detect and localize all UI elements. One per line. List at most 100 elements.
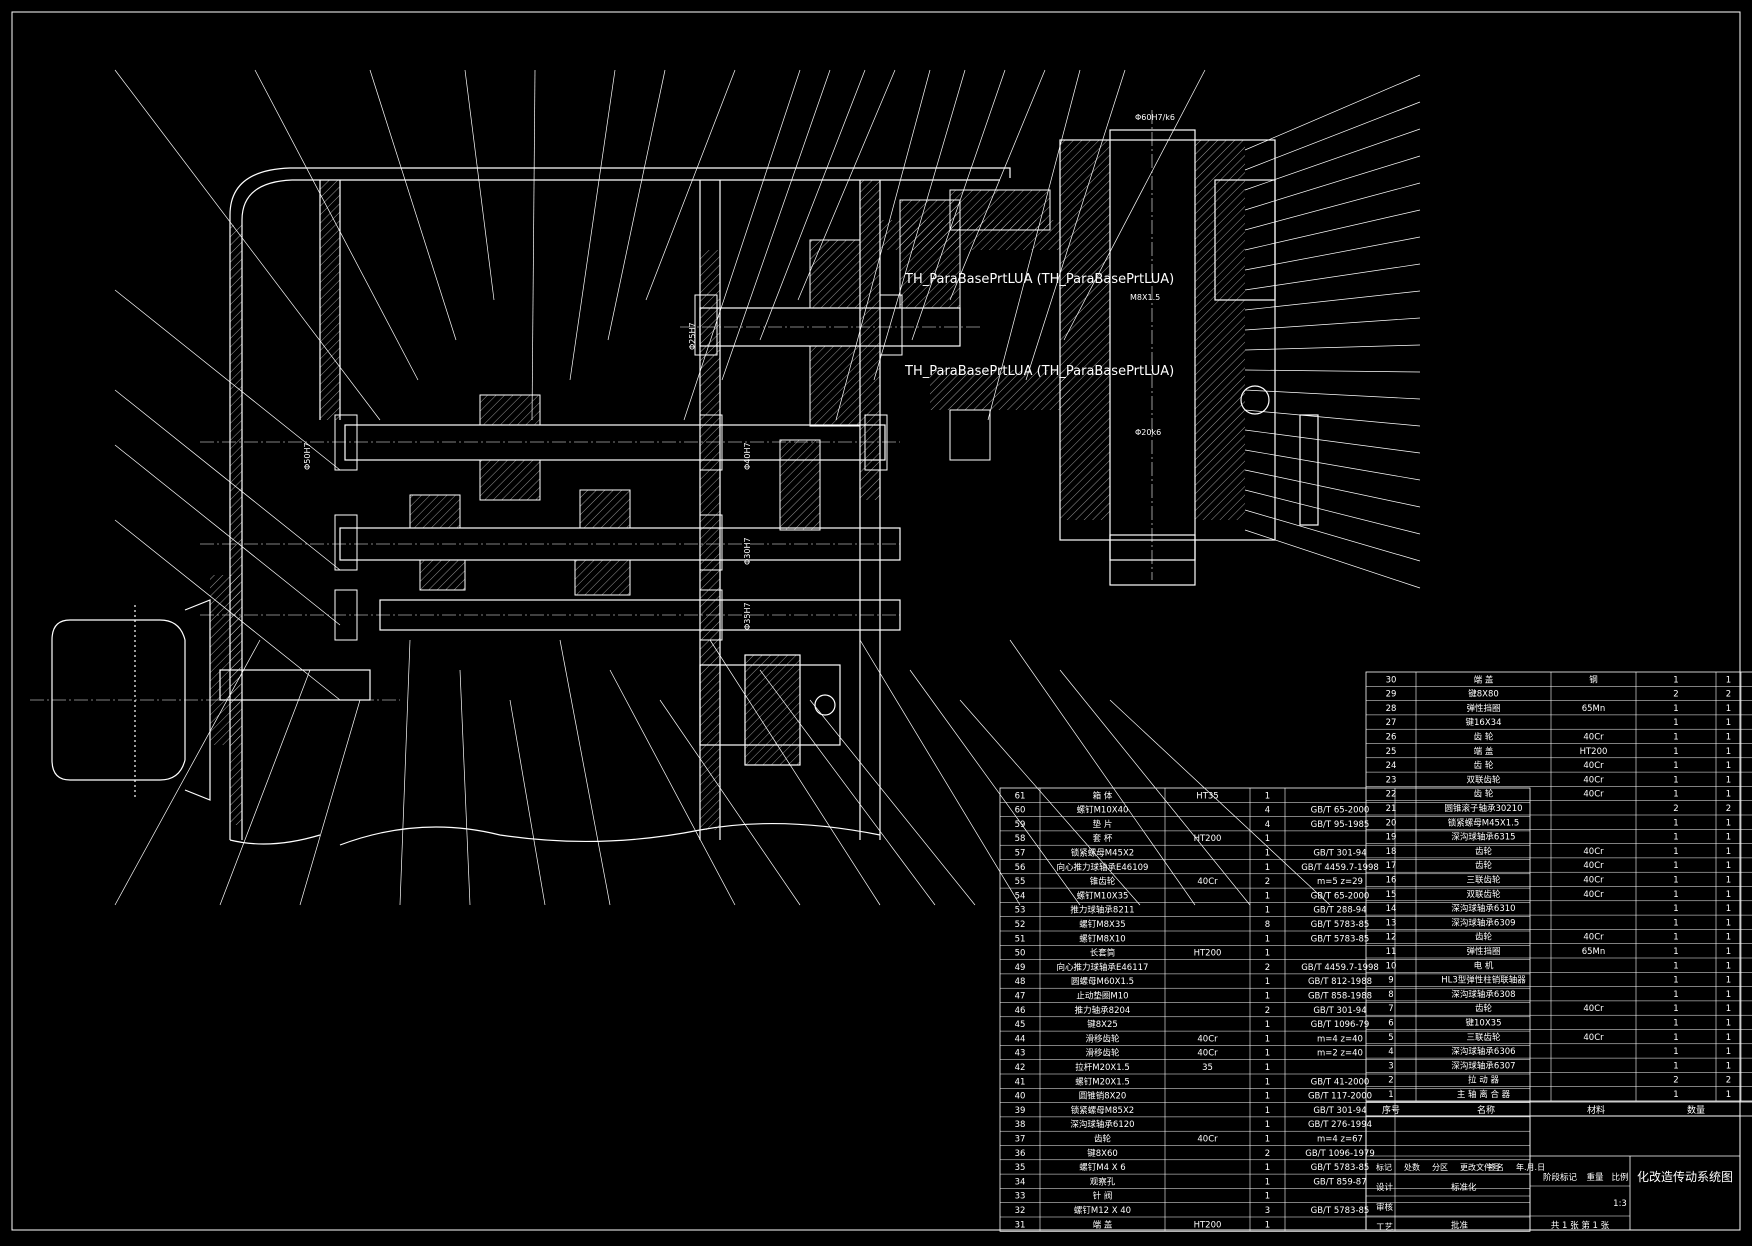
bom-cell-qty: 1	[1673, 675, 1678, 685]
bom-cell-name: 锥齿轮	[1090, 876, 1116, 887]
leader-line	[1244, 449, 1421, 481]
leader-line	[859, 639, 1021, 906]
bom-cell-qty: 1	[1265, 906, 1270, 916]
bom-cell-qty: 1	[1265, 949, 1270, 959]
bom-cell-qty: 1	[1726, 904, 1731, 914]
bom-cell-no: 22	[1386, 790, 1397, 800]
bom-cell-qty: 1	[1265, 1120, 1270, 1130]
bom-cell-qty: 1	[1726, 1004, 1731, 1014]
leader-line	[1244, 290, 1421, 311]
leader-line	[909, 669, 1081, 906]
bom-cell-material: 40Cr	[1583, 861, 1604, 871]
param-label-1: TH_ParaBasePrtLUA (TH_ParaBasePrtLUA)	[904, 272, 1174, 287]
bom-cell-name: 拉 动 器	[1468, 1075, 1499, 1086]
bom-cell-no: 26	[1386, 733, 1397, 743]
bom-cell-name: 双联齿轮	[1466, 774, 1501, 785]
bom-cell-qty: 1	[1265, 1063, 1270, 1073]
leader-line	[114, 69, 381, 421]
bom-cell-qty: 1	[1265, 1135, 1270, 1145]
bom-cell-qty: 1	[1265, 977, 1270, 987]
bom-cell-qty: 1	[1673, 1090, 1678, 1100]
bom-cell-name: 螺钉M20X1.5	[1075, 1076, 1130, 1087]
bom-cell-name: 深沟球轴承6309	[1451, 917, 1515, 928]
bom-cell-no: 33	[1015, 1192, 1026, 1202]
title-scale-label: 比例	[1611, 1172, 1628, 1183]
leader-line	[1244, 182, 1421, 231]
bom-cell-std: GB/T 117-2000	[1308, 1092, 1372, 1102]
bom-cell-no: 35	[1015, 1163, 1026, 1173]
bom-cell-name: 端 盖	[1474, 746, 1494, 757]
bom-cell-no: 38	[1015, 1120, 1026, 1130]
title-block: 标记处数分区更改文件号签名年.月.日设计审核工艺标准化批准阶段标记重量比例1:3…	[1365, 1115, 1741, 1233]
title-row-1: 审核	[1376, 1202, 1394, 1213]
leader-line	[1059, 669, 1251, 906]
bom-cell-qty: 1	[1673, 718, 1678, 728]
bom-cell-material: 40Cr	[1583, 1033, 1604, 1043]
bom-cell-no: 41	[1015, 1077, 1026, 1087]
bom-cell-std: GB/T 288-94	[1313, 906, 1366, 916]
dimension-labels: Φ50H7 Φ40H7 Φ30H7 Φ35H7 Φ25H7 Φ60H7/k6 M…	[303, 113, 1175, 630]
leader-line	[509, 699, 546, 906]
bom-cell-no: 21	[1386, 804, 1397, 814]
dim-label: M8X1.5	[1130, 293, 1160, 302]
bom-right-table: 30端 盖钢1129键8X8022GB/T 1096-197928弹性挡圈65M…	[1365, 671, 1752, 1102]
bom-cell-qty: 1	[1265, 1077, 1270, 1087]
bom-cell-no: 57	[1015, 849, 1026, 859]
bom-cell-qty: 1	[1265, 1220, 1270, 1230]
bom-cell-name: 齿轮	[1094, 1134, 1112, 1145]
leader-line	[1244, 509, 1421, 562]
dim-label: Φ35H7	[743, 602, 752, 630]
bom-cell-no: 11	[1386, 947, 1397, 957]
bom-cell-material: 40Cr	[1583, 775, 1604, 785]
leader-line	[645, 69, 736, 301]
title-row-2: 工艺	[1376, 1223, 1393, 1233]
bom-cell-std: GB/T 276-1994	[1308, 1120, 1372, 1130]
bom-cell-qty: 1	[1726, 918, 1731, 928]
bom-cell-name: 键8X80	[1468, 689, 1499, 700]
bom-header: 序号名称材料数量附注	[1365, 1101, 1752, 1117]
bom-cell-name: 三联齿轮	[1466, 1032, 1501, 1043]
output-coupling	[699, 654, 841, 766]
bom-cell-no: 50	[1015, 949, 1026, 959]
bom-cell-name: 深沟球轴承6310	[1451, 903, 1515, 914]
leader-line	[683, 69, 801, 421]
bom-cell-no: 4	[1388, 1047, 1393, 1057]
leader-line	[759, 69, 866, 341]
bom-cell-no: 60	[1015, 806, 1026, 816]
bom-cell-material: 65Mn	[1582, 704, 1606, 714]
dim-label: Φ50H7	[303, 442, 312, 470]
bom-cell-name: 深沟球轴承6120	[1070, 1119, 1134, 1130]
leader-line	[1025, 69, 1126, 381]
bom-cell-material: 40Cr	[1583, 890, 1604, 900]
leader-line	[1063, 69, 1206, 341]
bom-header-qty: 数量	[1687, 1104, 1705, 1116]
bom-cell-material: 40Cr	[1197, 877, 1218, 887]
bom-cell-no: 23	[1386, 775, 1397, 785]
bom-cell-no: 54	[1015, 891, 1026, 901]
bom-cell-no: 2	[1388, 1076, 1393, 1086]
bom-cell-qty: 1	[1265, 1106, 1270, 1116]
bom-cell-no: 61	[1015, 791, 1026, 801]
bom-cell-name: 键10X35	[1466, 1018, 1502, 1029]
bom-cell-material: 40Cr	[1583, 1004, 1604, 1014]
leader-line	[1244, 236, 1421, 271]
sheet-border	[11, 11, 1741, 1231]
bom-header-name: 名称	[1477, 1104, 1495, 1116]
bom-cell-qty: 1	[1265, 1163, 1270, 1173]
bom-cell-qty: 1	[1726, 861, 1731, 871]
leader-line	[219, 669, 311, 906]
bom-cell-qty: 1	[1726, 818, 1731, 828]
bom-cell-name: 键16X34	[1466, 717, 1502, 728]
bom-cell-qty: 1	[1673, 847, 1678, 857]
bom-cell-name: 针 阀	[1093, 1191, 1113, 1202]
leader-line	[459, 669, 471, 906]
bom-cell-qty: 4	[1265, 820, 1270, 830]
bom-cell-qty: 1	[1726, 747, 1731, 757]
bom-cell-qty: 1	[1726, 890, 1731, 900]
leader-line	[659, 699, 801, 906]
bom-cell-std: GB/T 41-2000	[1311, 1077, 1370, 1087]
bom-cell-qty: 2	[1673, 1076, 1678, 1086]
title-mark-2: 分区	[1432, 1163, 1448, 1172]
bom-cell-name: 长套筒	[1090, 948, 1116, 959]
